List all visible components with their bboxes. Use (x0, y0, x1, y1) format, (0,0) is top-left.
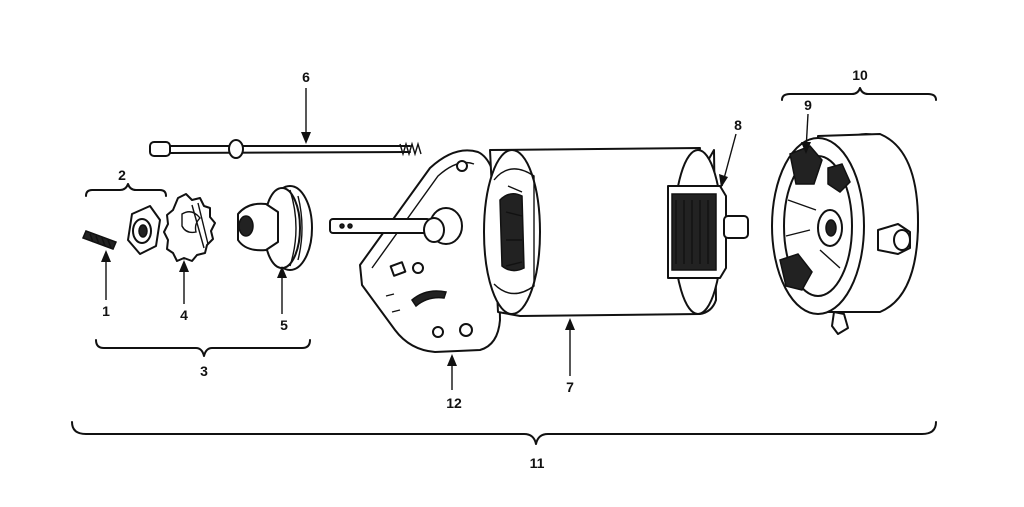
label-6: 6 (302, 69, 310, 85)
label-4: 4 (180, 307, 188, 323)
leader-lines (101, 88, 811, 390)
label-2: 2 (118, 167, 126, 183)
key-pin (81, 230, 118, 250)
armature-shaft (329, 207, 463, 245)
label-7: 7 (566, 379, 574, 395)
label-9: 9 (804, 97, 812, 113)
callout-labels: 6 2 1 4 5 3 12 7 8 9 10 11 (102, 67, 868, 471)
label-5: 5 (280, 317, 288, 333)
group-brackets (71, 87, 937, 445)
label-3: 3 (200, 363, 208, 379)
commutator-end-head (771, 133, 919, 335)
label-11: 11 (530, 455, 545, 471)
label-1: 1 (102, 303, 110, 319)
label-12: 12 (446, 395, 462, 411)
through-bolt (149, 139, 422, 159)
drive-clutch-assembly (237, 185, 313, 271)
label-10: 10 (852, 67, 868, 83)
nut (127, 205, 161, 255)
armature-commutator (667, 185, 749, 279)
drive-end-bracket (359, 149, 501, 353)
pinion-gear (163, 193, 216, 262)
label-8: 8 (734, 117, 742, 133)
